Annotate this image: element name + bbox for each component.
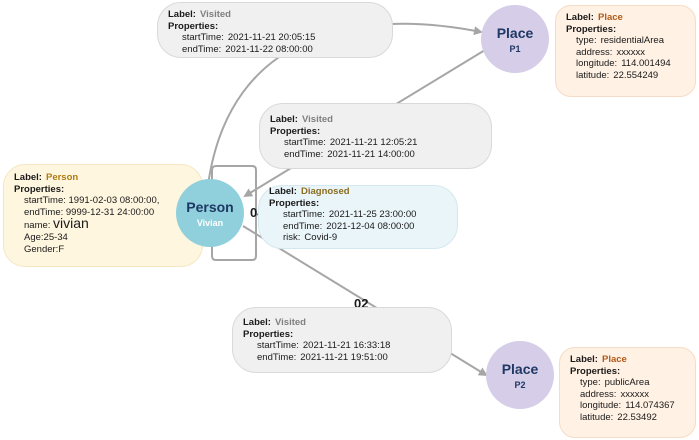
edge-03-properties-heading: Properties:	[168, 20, 219, 32]
place-p2-node-title: Place	[501, 360, 539, 377]
edge-01-row: startTime:2021-11-21 12:05:21	[284, 137, 418, 149]
edge-02-label-line: Label:Visited	[243, 317, 306, 328]
edge-02-card: Label:Visited Properties: startTime:2021…	[232, 307, 452, 373]
person-label-value: Person	[45, 172, 79, 183]
place-p1-node-title: Place	[496, 24, 534, 41]
place-p1-label-value: Place	[597, 12, 623, 23]
person-start-line: startTime: 1991-02-03 08:00:00,	[24, 195, 160, 207]
edge-01-label-line: Label:Visited	[270, 114, 333, 125]
edge-04-self-loop	[211, 165, 257, 261]
edge-03-row: startTime:2021-11-21 20:05:15	[182, 32, 316, 44]
edge-03-label-line: Label:Visited	[168, 9, 231, 20]
place-p2-row: latitude:22.53492	[580, 411, 657, 423]
place-p2-node-id: P2	[514, 379, 526, 390]
edge-04-row: endTime:2021-12-04 08:00:00	[283, 220, 415, 232]
edge-01-label-value: Visited	[301, 114, 333, 125]
edge-01-row: endTime:2021-11-21 14:00:00	[284, 148, 415, 160]
person-name-line: name: vivian	[24, 215, 89, 232]
place-p2-label-line: Label:Place	[570, 354, 627, 365]
person-properties-heading: Properties:	[14, 183, 65, 195]
edge-04-label-line: Label:Diagnosed	[269, 186, 350, 197]
place-p1-row: type:residentialArea	[576, 35, 664, 47]
person-node-title: Person	[186, 198, 234, 215]
place-p2-properties-card: Label:Place Properties: type:publicArea …	[559, 347, 696, 438]
place-p2-node[interactable]: Place P2	[486, 341, 554, 409]
edge-02-label-value: Visited	[274, 317, 306, 328]
place-p1-properties-heading: Properties:	[566, 23, 617, 35]
place-p2-properties-heading: Properties:	[570, 365, 621, 377]
edge-02-row: startTime:2021-11-21 16:33:18	[257, 340, 391, 352]
person-label-line: Label:Person	[14, 172, 79, 183]
place-p1-row: latitude:22.554249	[576, 69, 659, 81]
person-name-value: vivian	[53, 215, 89, 232]
person-end-line: endTime: 9999-12-31 24:00:00	[24, 206, 155, 218]
person-node[interactable]: Person Vivian	[176, 179, 244, 247]
place-p1-label-line: Label:Place	[566, 12, 623, 23]
place-p2-label-value: Place	[601, 354, 627, 365]
person-gender-line: Gender:F	[24, 243, 65, 255]
person-age-line: Age:25-34	[24, 231, 68, 243]
edge-04-label-value: Diagnosed	[300, 186, 350, 197]
person-node-name: Vivian	[196, 217, 224, 228]
edge-04-card: Label:Diagnosed Properties: startTime:20…	[258, 185, 458, 249]
edge-02-properties-heading: Properties:	[243, 328, 294, 340]
place-p2-row: type:publicArea	[580, 377, 650, 389]
edge-03-row: endTime:2021-11-22 08:00:00	[182, 43, 313, 55]
edge-01-card: Label:Visited Properties: startTime:2021…	[259, 103, 492, 169]
place-p2-row: longitude:114.074367	[580, 400, 675, 412]
place-p2-row: address:xxxxxx	[580, 388, 649, 400]
place-p1-row: address:xxxxxx	[576, 46, 645, 58]
place-p1-row: longitude:114.001494	[576, 58, 671, 70]
edge-04-properties-heading: Properties:	[269, 197, 320, 209]
place-p1-node[interactable]: Place P1	[481, 5, 549, 73]
edge-03-label-value: Visited	[199, 9, 231, 20]
place-p1-properties-card: Label:Place Properties: type:residential…	[555, 5, 696, 97]
edge-01-properties-heading: Properties:	[270, 125, 321, 137]
edge-04-row: startTime:2021-11-25 23:00:00	[283, 209, 417, 221]
place-p1-node-id: P1	[509, 43, 521, 54]
edge-03-card: Label:Visited Properties: startTime:2021…	[157, 2, 393, 58]
person-properties-card: Label:Person Properties: startTime: 1991…	[3, 164, 203, 267]
edge-02-row: endTime:2021-11-21 19:51:00	[257, 351, 388, 363]
edge-04-row: risk:Covid-9	[283, 232, 338, 244]
